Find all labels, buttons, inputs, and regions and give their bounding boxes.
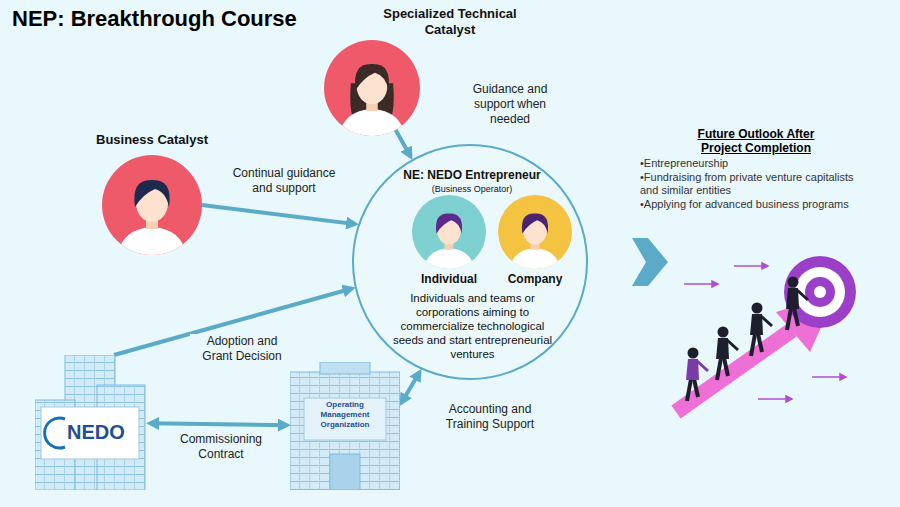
- node-heading: Individual: [399, 272, 499, 287]
- node-heading: NE: NEDO Entrepreneur: [354, 168, 590, 183]
- entrepreneur-circle: NE: NEDO Entrepreneur(Business Operator)…: [352, 144, 588, 380]
- portrait: [412, 195, 486, 269]
- diagram-title: NEP: Breakthrough Course: [12, 6, 297, 32]
- company-circle: Company: [498, 195, 572, 269]
- flow-arrow: [202, 205, 355, 224]
- flow-arrow: [150, 423, 287, 425]
- portrait: [324, 40, 420, 136]
- catalyst-circle: Business Catalyst: [102, 155, 202, 255]
- node-heading: Business Catalyst: [87, 132, 217, 148]
- edge-label: Adoption and Grant Decision: [190, 334, 294, 364]
- edge-label: Commissioning Contract: [163, 432, 279, 462]
- edge-label: Accounting and Training Support: [440, 402, 540, 432]
- edge-label: Guidance and support when needed: [452, 82, 568, 127]
- node-heading: Operating Management Organization: [307, 400, 383, 430]
- node-heading: Specialized Technical Catalyst: [375, 6, 525, 38]
- edge-label: Continual guidance and support: [222, 166, 346, 196]
- catalyst-circle: Specialized Technical Catalyst: [324, 40, 420, 136]
- node-text: Individuals and teams or corporations ai…: [390, 291, 555, 361]
- motion-arrows: [684, 263, 846, 402]
- flow-chevron: [632, 238, 668, 286]
- outlook-bullet: •Entrepreneurship: [640, 157, 862, 171]
- node-heading: Company: [485, 272, 585, 287]
- nedo-building: NEDO: [35, 355, 147, 490]
- outlook-list: •Entrepreneurship•Fundraising from priva…: [640, 157, 862, 211]
- outlook-bullet: •Fundraising from private venture capita…: [640, 171, 862, 198]
- node-text: (Business Operator): [354, 184, 590, 195]
- outlook-bullet: •Applying for advanced business programs: [640, 198, 862, 212]
- outlook-heading: Future Outlook After Project Completion: [686, 127, 826, 155]
- individual-circle: Individual: [412, 195, 486, 269]
- node-heading: NEDO: [67, 421, 137, 443]
- management-building: Operating Management Organization: [290, 362, 400, 490]
- flow-arrow: [402, 372, 420, 403]
- portrait: [102, 155, 202, 255]
- portrait: [498, 195, 572, 269]
- climbing-people: [686, 277, 808, 402]
- target: [784, 256, 856, 328]
